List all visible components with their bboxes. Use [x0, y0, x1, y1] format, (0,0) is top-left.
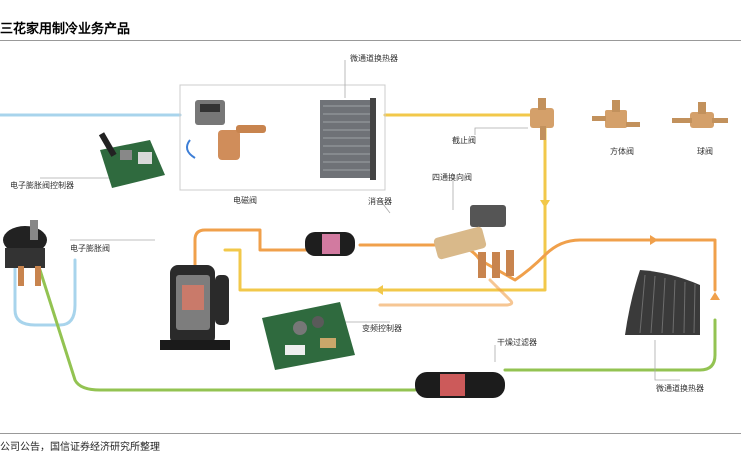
inverter-controller-image	[262, 302, 355, 370]
label-micro-hx-bottom: 微通道换热器	[656, 384, 704, 393]
solenoid-valve-image	[185, 100, 266, 160]
ball-valve-image	[672, 102, 728, 128]
label-muffler: 消音器	[368, 197, 392, 206]
exv-image	[3, 220, 47, 286]
yellow-arrow-left	[375, 285, 383, 295]
label-micro-hx-top: 微通道换热器	[350, 54, 398, 63]
label-inverter-controller: 变频控制器	[362, 324, 402, 333]
yellow-arrow	[540, 200, 550, 208]
exv-controller-image	[98, 132, 165, 188]
green-pipe-right	[503, 318, 717, 372]
orange-arrow-up	[710, 292, 720, 300]
label-ball-valve: 球阀	[697, 147, 713, 156]
label-exv: 电子膨胀阀	[70, 244, 110, 253]
stop-valve-image	[530, 98, 554, 140]
yellow-pipe-top	[223, 113, 547, 292]
top-component-box	[179, 84, 386, 191]
label-filter-drier: 干燥过滤器	[497, 338, 537, 347]
label-solenoid-valve: 电磁阀	[233, 196, 257, 205]
compressor-image	[160, 265, 230, 350]
blue-pipe-left	[13, 258, 77, 327]
source-note: 公司公告，国信证券经济研究所整理	[0, 442, 160, 453]
label-square-valve: 方体阀	[610, 147, 634, 156]
orange-arrow	[650, 235, 658, 245]
micro-channel-hx-bottom-image	[625, 270, 700, 335]
label-four-way-valve: 四通换向阀	[432, 173, 472, 182]
square-valve-image	[592, 100, 640, 128]
bottom-divider	[0, 433, 741, 434]
four-way-valve-image	[433, 205, 514, 278]
orange-pipe-left	[193, 228, 312, 302]
label-exv-controller: 电子膨胀阀控制器	[10, 181, 74, 190]
top-divider	[0, 40, 741, 41]
page-title: 三花家用制冷业务产品	[0, 22, 131, 37]
green-pipe	[38, 268, 417, 392]
orange-pipe-center	[378, 278, 514, 307]
filter-drier-image	[415, 372, 505, 398]
muffler-image	[305, 232, 355, 256]
micro-channel-hx-top-image	[320, 98, 376, 180]
label-stop-valve: 截止阀	[452, 136, 476, 145]
